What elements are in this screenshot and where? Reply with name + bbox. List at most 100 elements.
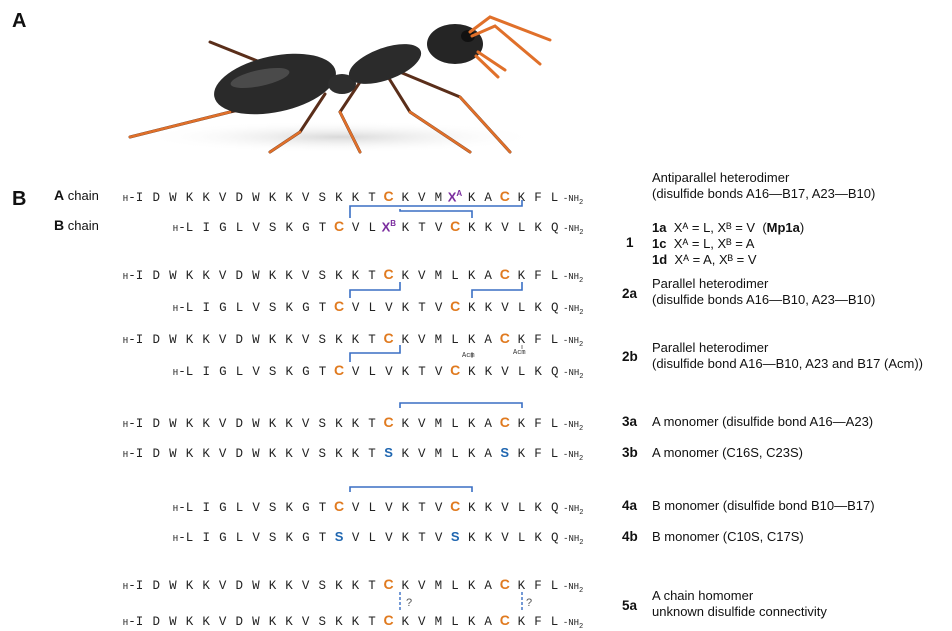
bond-3a-a16-a23 <box>400 403 522 408</box>
residue: V <box>214 417 231 431</box>
residue: A <box>480 615 497 629</box>
n-terminus: H-I <box>118 333 148 347</box>
c-terminus: -NH2 <box>563 304 583 314</box>
residue: K <box>181 269 198 283</box>
cysteine-residue: C <box>496 188 513 204</box>
c-terminus: -NH2 <box>563 336 583 346</box>
residue: K <box>513 579 530 593</box>
residue: S <box>264 301 281 315</box>
residue: V <box>347 301 364 315</box>
residue: K <box>397 191 414 205</box>
residue: K <box>198 579 215 593</box>
cysteine-residue: C <box>496 266 513 282</box>
residue: W <box>165 615 182 629</box>
residue: K <box>397 301 414 315</box>
residue: D <box>231 417 248 431</box>
variant-1d-id: 1d <box>652 252 667 267</box>
residue: D <box>148 269 165 283</box>
residue: Q <box>546 501 563 515</box>
residue: T <box>414 221 431 235</box>
residue: G <box>298 531 315 545</box>
residue: Q <box>546 221 563 235</box>
residue: I <box>198 365 215 379</box>
residue: Q <box>546 531 563 545</box>
variant-1a-extra: Mp1a <box>767 220 800 235</box>
acm-label-a23: Acm <box>513 349 526 357</box>
residue: L <box>546 579 563 593</box>
residue: T <box>364 447 381 461</box>
residue: F <box>530 333 547 347</box>
cysteine-residue: C <box>380 414 397 430</box>
serine-substitution: S <box>447 529 464 544</box>
cysteine-residue: C <box>496 576 513 592</box>
residue: K <box>530 301 547 315</box>
variant-1a-text: Xᴬ = L, Xᴮ = V <box>674 220 755 235</box>
residue: D <box>148 447 165 461</box>
cysteine-residue: C <box>496 414 513 430</box>
residue: K <box>281 269 298 283</box>
n-terminus: H-I <box>118 417 148 431</box>
serine-substitution: S <box>380 445 397 460</box>
residue: K <box>347 333 364 347</box>
residue: Q <box>546 365 563 379</box>
residue: A <box>480 579 497 593</box>
residue: S <box>314 615 331 629</box>
residue: K <box>181 447 198 461</box>
residue: W <box>165 447 182 461</box>
residue: V <box>381 301 398 315</box>
b-chain-label: B chain <box>54 217 99 233</box>
residue: W <box>165 579 182 593</box>
compound-desc-4b: B monomer (C10S, C17S) <box>652 529 804 545</box>
residue: I <box>198 301 215 315</box>
c-terminus: -NH2 <box>563 450 583 460</box>
residue: K <box>281 221 298 235</box>
n-terminus: H-I <box>118 447 148 461</box>
compound-desc-2a-line1: Parallel heterodimer <box>652 276 875 292</box>
compound-number-3b: 3b <box>622 445 638 460</box>
residue: L <box>364 501 381 515</box>
residue: V <box>214 333 231 347</box>
compound-number-3a: 3a <box>622 414 637 429</box>
residue: T <box>364 417 381 431</box>
residue: K <box>397 269 414 283</box>
cysteine-residue: C <box>380 188 397 204</box>
residue: L <box>364 221 381 235</box>
residue: G <box>215 365 232 379</box>
residue: D <box>148 417 165 431</box>
bond-1-a16-b17 <box>400 209 472 218</box>
residue: G <box>298 221 315 235</box>
residue: L <box>513 501 530 515</box>
residue: K <box>464 301 481 315</box>
cysteine-residue: C <box>380 576 397 592</box>
cysteine-residue: C <box>331 362 348 378</box>
residue: K <box>463 579 480 593</box>
residue: K <box>463 615 480 629</box>
residue: V <box>414 191 431 205</box>
residue: K <box>347 191 364 205</box>
n-terminus: H-L <box>168 531 198 545</box>
residue: F <box>530 417 547 431</box>
residue: V <box>248 501 265 515</box>
variant-1c: 1c Xᴬ = L, Xᴮ = A <box>652 236 804 252</box>
residue: K <box>463 447 480 461</box>
residue: V <box>297 615 314 629</box>
residue: K <box>530 531 547 545</box>
residue: V <box>214 579 231 593</box>
compound-desc-1-line1: Antiparallel heterodimer <box>652 170 875 186</box>
cysteine-residue: C <box>331 218 348 234</box>
residue: V <box>214 269 231 283</box>
residue: D <box>231 615 248 629</box>
compound-desc-3b: A monomer (C16S, C23S) <box>652 445 803 461</box>
residue: K <box>347 579 364 593</box>
residue: L <box>447 579 464 593</box>
residue: K <box>530 365 547 379</box>
compound-number-2a: 2a <box>622 286 637 301</box>
residue: V <box>297 579 314 593</box>
residue: L <box>546 333 563 347</box>
residue: T <box>364 333 381 347</box>
n-terminus: H-I <box>118 579 148 593</box>
residue: L <box>447 447 464 461</box>
residue: V <box>214 191 231 205</box>
n-terminus: H-I <box>118 191 148 205</box>
